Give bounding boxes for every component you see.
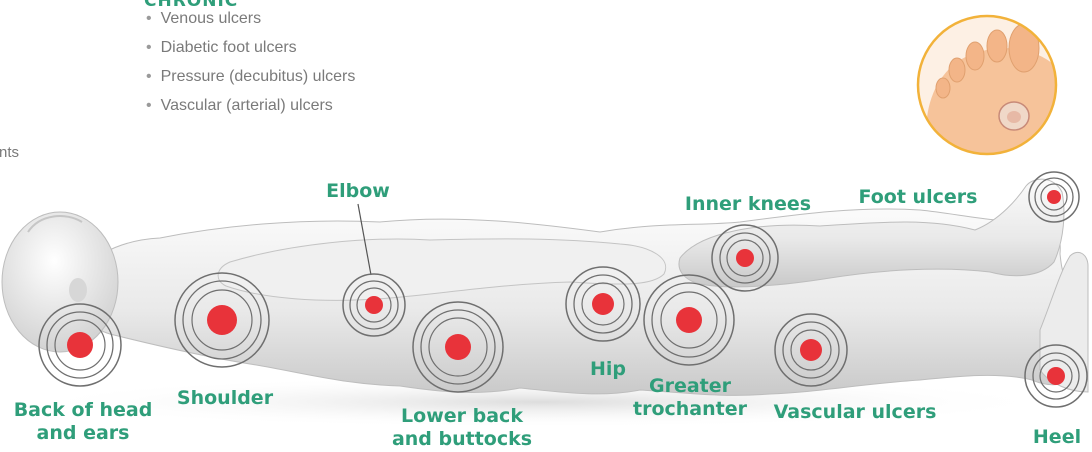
label-vascular-ulcers: Vascular ulcers bbox=[770, 401, 940, 424]
cropped-edge-text: nts bbox=[0, 144, 19, 161]
list-item: Vascular (arterial) ulcers bbox=[146, 93, 355, 122]
label-heel: Heel bbox=[1028, 426, 1086, 449]
label-inner-knees: Inner knees bbox=[683, 193, 813, 216]
list-item: Diabetic foot ulcers bbox=[146, 35, 355, 64]
list-item: Pressure (decubitus) ulcers bbox=[146, 64, 355, 93]
label-foot-ulcers: Foot ulcers bbox=[855, 186, 981, 209]
foot-sole-inset bbox=[918, 16, 1067, 160]
label-elbow: Elbow bbox=[322, 180, 394, 203]
label-hip: Hip bbox=[585, 358, 631, 381]
list-item: Venous ulcers bbox=[146, 6, 355, 35]
ear bbox=[69, 278, 87, 302]
label-greater-trochanter: Greater trochanter bbox=[628, 375, 752, 421]
label-shoulder: Shoulder bbox=[172, 387, 278, 410]
label-back-of-head: Back of head and ears bbox=[8, 399, 158, 445]
label-lower-back: Lower back and buttocks bbox=[383, 405, 541, 451]
ulcer-types-list: Venous ulcers Diabetic foot ulcers Press… bbox=[146, 6, 355, 122]
